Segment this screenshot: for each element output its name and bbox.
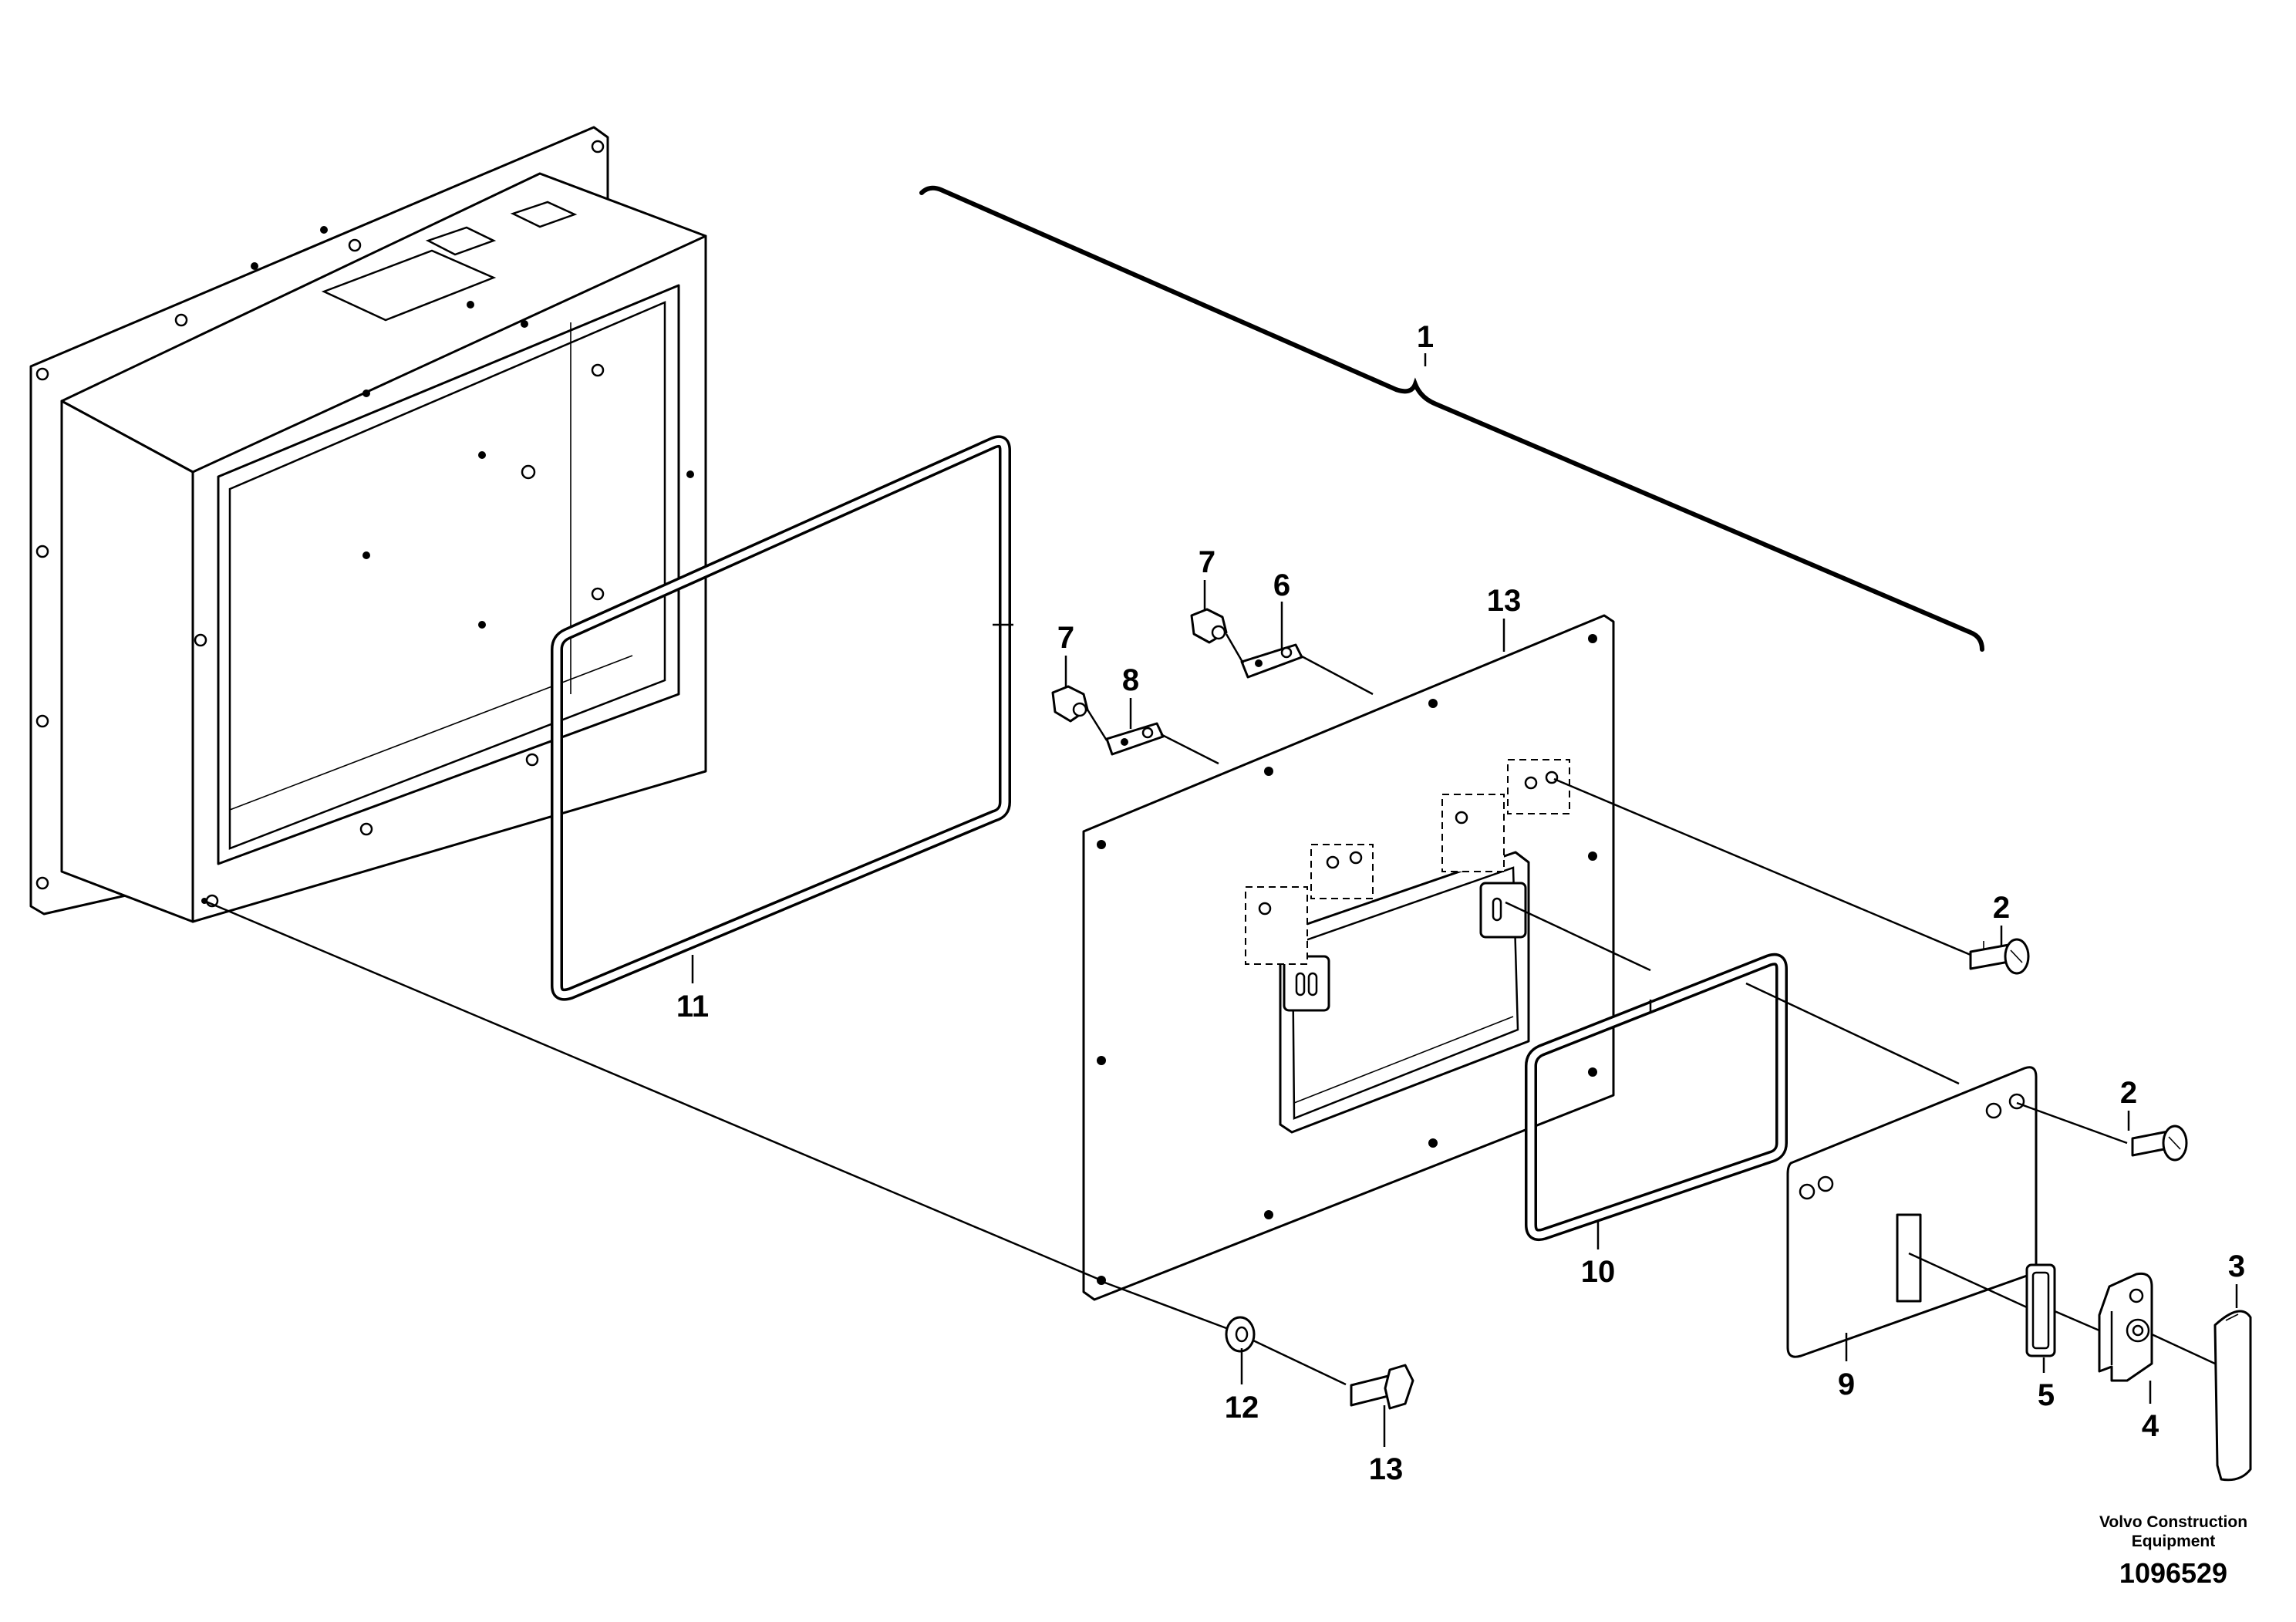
cover-seal [1525,953,1788,1242]
nut-upper [1190,608,1228,644]
brand-line-1: Volvo Construction [2099,1513,2247,1531]
latch-gasket [2025,1263,2056,1357]
housing-box [29,126,707,923]
callout-6: 6 [1273,568,1290,602]
bolt [1350,1364,1414,1410]
callout-7-lower: 7 [1057,621,1074,655]
callout-8: 8 [1122,663,1139,697]
plate-lower [1105,722,1165,756]
callout-labels: 1 2 2 3 4 5 6 7 7 8 9 10 11 12 13 13 [676,320,2245,1486]
screw-upper [1969,938,2030,975]
callout-13-panel: 13 [1487,584,1522,618]
callout-2-upper: 2 [1993,891,2010,925]
callout-10: 10 [1581,1255,1616,1289]
drawing-number: 1096529 [2119,1557,2227,1589]
plate-upper [1240,643,1303,679]
latch [2098,1272,2153,1382]
brand-line-2: Equipment [2132,1533,2216,1550]
callout-7-upper: 7 [1199,545,1215,579]
explosion-lines [204,633,2216,1386]
callout-1: 1 [1417,320,1434,354]
callout-5: 5 [2038,1378,2055,1412]
leader-lines [691,353,2238,1447]
front-panel [1082,614,1615,1301]
callout-11: 11 [676,990,709,1023]
washer [1225,1316,1256,1353]
assembly-bracket [919,185,1984,652]
frame-seal [551,435,1013,1001]
access-cover [1786,1066,2038,1358]
callout-9: 9 [1838,1367,1855,1401]
screw-lower [2131,1125,2188,1162]
nut-lower [1051,685,1089,723]
cap [2213,1310,2252,1482]
callout-13-bolt: 13 [1369,1452,1404,1486]
drawing-footer: Volvo Construction Equipment 1096529 [2099,1513,2247,1589]
callout-12: 12 [1225,1391,1259,1425]
callout-2-lower: 2 [2120,1076,2137,1110]
callout-3: 3 [2228,1249,2245,1283]
callout-4: 4 [2142,1409,2159,1443]
